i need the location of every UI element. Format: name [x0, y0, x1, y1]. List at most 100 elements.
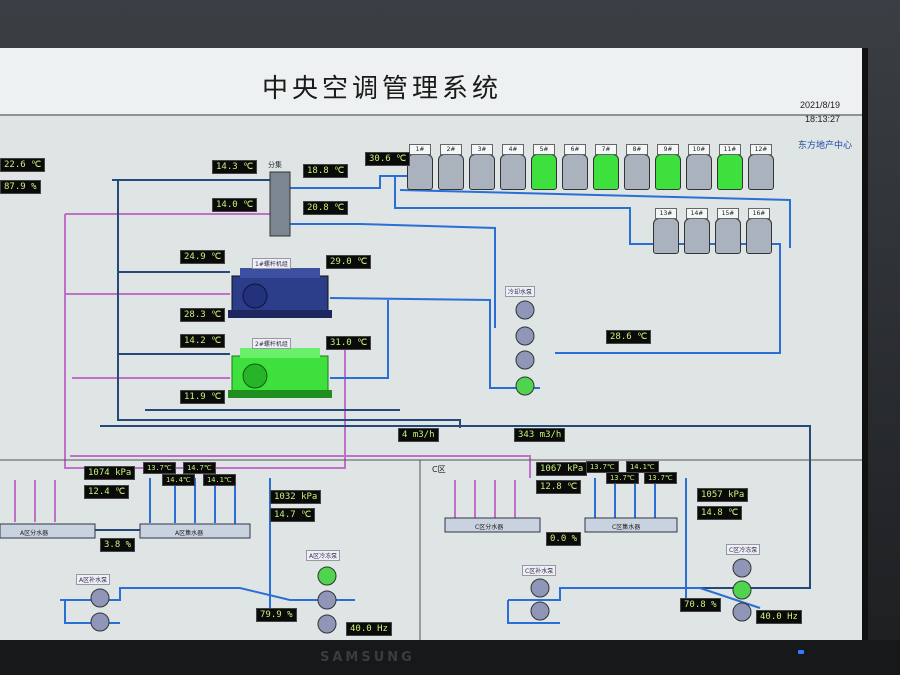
flow-small: 4 m3/h	[398, 428, 439, 442]
c-makeup-label: C区补水泵	[522, 565, 557, 576]
a-valve-pct: 79.9 %	[256, 608, 297, 622]
a-branch-temp-2: 14.4℃	[162, 474, 195, 486]
a-branch-temp-4: 14.1℃	[203, 474, 236, 486]
cooling-tower-8[interactable]: 8#	[623, 144, 650, 190]
cooling-tower-10[interactable]: 10#	[685, 144, 712, 190]
c-return-header	[584, 517, 678, 533]
manifold	[269, 171, 291, 237]
cooling-pump-4	[515, 376, 535, 396]
cooling-tower-icon	[686, 154, 712, 190]
pipe-left-riser	[117, 180, 461, 428]
cooling-tower-2[interactable]: 2#	[437, 144, 464, 190]
pipe-a-loop	[60, 587, 355, 601]
a-supply-temp: 12.4 ℃	[84, 485, 130, 499]
title-bar: 中央空调管理系统 2021/8/19 18:13:27	[0, 48, 862, 124]
cooling-tower-label: 2#	[440, 144, 462, 155]
c-bypass-pct: 0.0 %	[546, 532, 582, 546]
c-supply-pressure: 1067 kPa	[536, 462, 588, 476]
c-branch-temp-3: 14.1℃	[626, 461, 659, 473]
a-branch-temp-1: 13.7℃	[143, 462, 176, 474]
cooling-tower-lower-3[interactable]: 15#	[714, 208, 741, 254]
a-return-temp: 14.7 ℃	[270, 508, 316, 522]
a-bypass-pct: 3.8 %	[100, 538, 136, 552]
pipe-c-loop	[508, 587, 761, 609]
c-supply-header	[444, 517, 541, 533]
cooling-pump-2	[515, 326, 535, 346]
brand-logo: SAMSUNG	[320, 650, 415, 665]
cooling-pump-label: 冷却水泵	[505, 286, 536, 297]
org-name: 东方地产中心	[797, 141, 852, 151]
page-title: 中央空调管理系统	[262, 74, 503, 104]
cooling-tower-icon	[748, 154, 774, 190]
cooling-tower-9[interactable]: 9#	[654, 144, 681, 190]
c-valve-pct: 70.8 %	[680, 598, 721, 612]
cooling-tower-icon	[717, 154, 743, 190]
pipe-ch1-out	[329, 297, 540, 389]
chiller-2-label: 2#螺杆机组	[252, 338, 291, 349]
power-led-icon	[798, 650, 804, 654]
chiller-1-label: 1#螺杆机组	[252, 258, 291, 269]
readout-r4: 20.8 ℃	[303, 201, 349, 215]
cooling-tower-label: 16#	[748, 208, 770, 219]
c-branch-temp-1: 13.7℃	[586, 461, 619, 473]
a-supply-header	[0, 523, 96, 539]
cooling-tower-6[interactable]: 6#	[561, 144, 588, 190]
a-makeup-pump-1	[90, 588, 110, 608]
c-return-temp: 14.8 ℃	[697, 506, 743, 520]
cooling-tower-label: 14#	[686, 208, 708, 219]
pipe-ch2-out	[330, 300, 389, 379]
cooling-tower-lower-1[interactable]: 13#	[652, 208, 679, 254]
cooling-tower-label: 5#	[533, 144, 555, 155]
a-branch-temp-3: 14.7℃	[183, 462, 216, 474]
pipe-c-loop2	[507, 600, 560, 624]
c-return-label: C区集水器	[612, 524, 641, 531]
readout-r9: 14.2 ℃	[180, 334, 226, 348]
c-makeup-pump-2	[530, 601, 550, 621]
readout-r7: 29.0 ℃	[326, 255, 372, 269]
a-supply-label: A区分水器	[20, 530, 49, 537]
pipe-tower-return	[399, 189, 791, 248]
cooling-tower-7[interactable]: 7#	[592, 144, 619, 190]
monitor-bottom-bezel: SAMSUNG	[0, 640, 900, 675]
c-supply-label: C区分水器	[475, 524, 504, 531]
cooling-tower-icon	[715, 218, 741, 254]
manifold-label: 分集	[268, 161, 282, 169]
cooling-tower-lower-4[interactable]: 16#	[745, 208, 772, 254]
cooling-tower-5[interactable]: 5#	[530, 144, 557, 190]
chiller-2	[228, 348, 332, 398]
outdoor-temp: 22.6 ℃	[0, 158, 46, 172]
cooling-tower-label: 1#	[409, 144, 431, 155]
hvac-screen: 中央空调管理系统 2021/8/19 18:13:27 东方地产中心	[0, 48, 868, 644]
cooling-tower-11[interactable]: 11#	[716, 144, 743, 190]
cooling-tower-icon	[407, 154, 433, 190]
a-circ-pump-3	[317, 614, 337, 634]
cooling-tower-label: 9#	[657, 144, 679, 155]
cooling-tower-lower-2[interactable]: 14#	[683, 208, 710, 254]
cooling-tower-label: 8#	[626, 144, 648, 155]
a-circ-pump-2	[317, 590, 337, 610]
pipe-cooling-loop	[394, 176, 781, 354]
cooling-tower-12[interactable]: 12#	[747, 144, 774, 190]
outdoor-humidity: 87.9 %	[0, 180, 41, 194]
a-return-header	[139, 523, 251, 539]
c-circ-pump-2	[732, 580, 752, 600]
cooling-tower-3[interactable]: 3#	[468, 144, 495, 190]
readout-r8: 28.3 ℃	[180, 308, 226, 322]
c-circ-label: C区冷冻泵	[726, 544, 761, 555]
cooling-tower-label: 7#	[595, 144, 617, 155]
cooling-tower-label: 6#	[564, 144, 586, 155]
zone-c-label: C区	[432, 465, 446, 474]
a-supply-pressure: 1074 kPa	[84, 466, 136, 480]
cooling-tower-4[interactable]: 4#	[499, 144, 526, 190]
cooling-tower-1[interactable]: 1#	[406, 144, 433, 190]
readout-r12: 28.6 ℃	[606, 330, 652, 344]
cooling-pump-3	[515, 350, 535, 370]
c-circ-pump-3	[732, 602, 752, 622]
pipe-top-3	[290, 223, 496, 328]
pipe-diagram	[0, 171, 862, 640]
time-display: 18:13:27	[804, 114, 840, 124]
cooling-tower-icon	[438, 154, 464, 190]
cooling-tower-label: 10#	[688, 144, 710, 155]
cooling-tower-row-2: 13# 14# 15# 16#	[652, 208, 782, 258]
